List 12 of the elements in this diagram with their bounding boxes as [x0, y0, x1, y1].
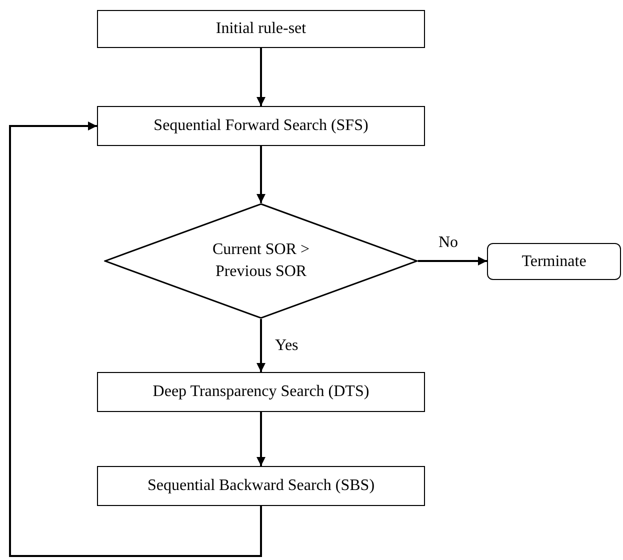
- arrow: [418, 256, 487, 266]
- process-box: Initial rule-set: [97, 10, 425, 48]
- process-box: Sequential Backward Search (SBS): [97, 466, 425, 506]
- arrow: [256, 48, 266, 106]
- arrow: [256, 412, 266, 466]
- terminal-box: Terminate: [487, 243, 621, 280]
- process-box: Deep Transparency Search (DTS): [97, 372, 425, 412]
- process-box: Sequential Forward Search (SFS): [97, 106, 425, 146]
- arrow: [9, 122, 262, 557]
- decision-text: Current SOR > Previous SOR: [211, 240, 311, 282]
- arrow: [256, 319, 266, 372]
- arrow: [256, 146, 266, 203]
